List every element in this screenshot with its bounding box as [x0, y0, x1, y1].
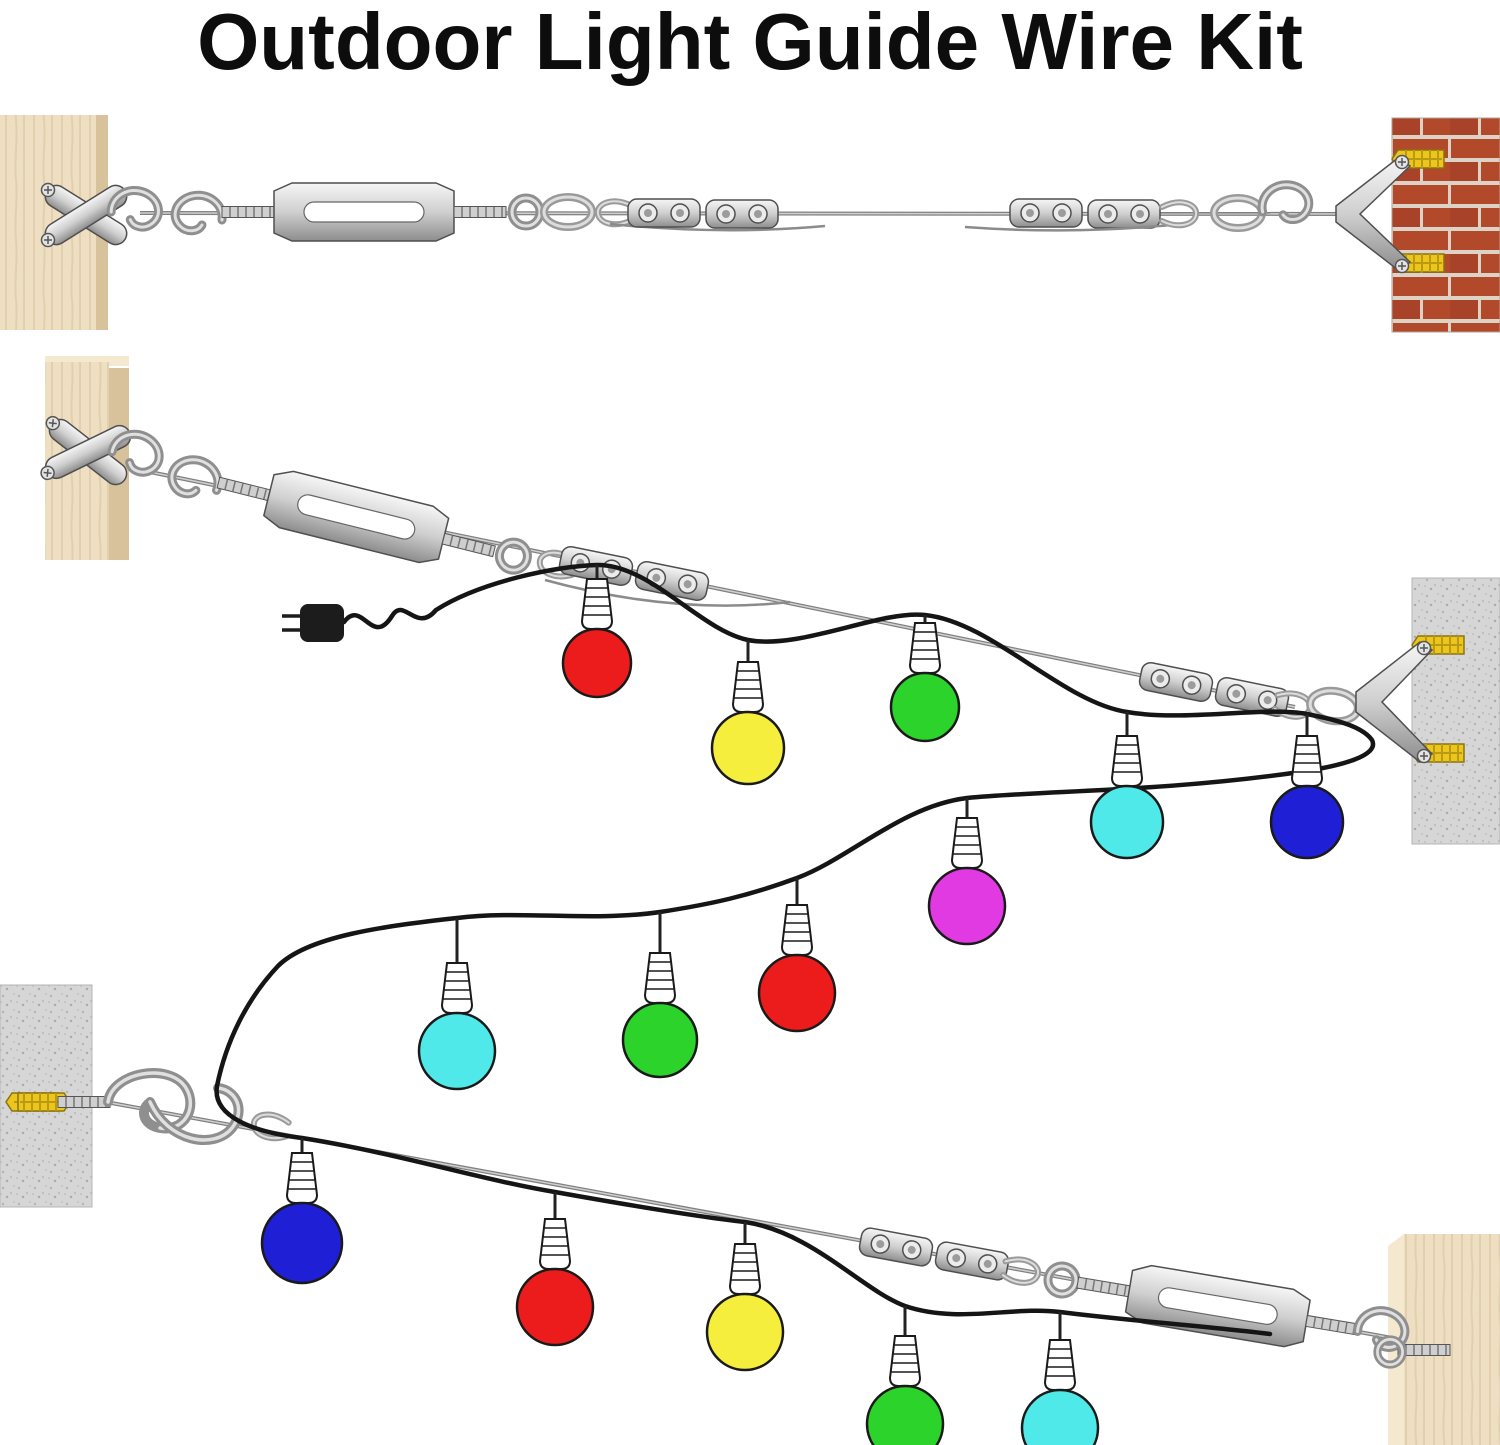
bulb-screw-base — [888, 1335, 922, 1387]
string-light-bulb-red — [561, 565, 633, 699]
bulb-screw-base — [538, 1218, 572, 1270]
string-light-bulb-green — [889, 615, 961, 743]
string-light-bulb-green — [865, 1306, 945, 1445]
bulb-globe — [621, 1001, 699, 1079]
screw-shank — [57, 1095, 111, 1109]
bulb-globe — [417, 1011, 497, 1091]
bulb-globe — [1020, 1388, 1100, 1445]
bulb-screw-base — [1110, 735, 1144, 787]
bulb-screw-base — [950, 817, 984, 869]
turnbuckle — [175, 182, 540, 242]
bulb-globe — [710, 710, 786, 786]
concrete-wall-middle-right — [1411, 577, 1500, 845]
bulb-globe — [865, 1384, 945, 1445]
screw — [1394, 154, 1410, 170]
top-guide-wire-assembly — [41, 149, 1445, 274]
string-light-bulb-magenta — [927, 798, 1007, 946]
bulb-globe — [1089, 784, 1165, 860]
bulb-globe — [705, 1292, 785, 1372]
duplex-wire-clamp — [1087, 199, 1161, 229]
bulb-globe — [561, 627, 633, 699]
bulb-globe — [757, 953, 837, 1033]
bulb-screw-base — [1043, 1339, 1077, 1391]
screw — [1416, 640, 1432, 656]
bulb-globe — [927, 866, 1007, 946]
wire-tail — [544, 578, 791, 607]
bulb-screw-base — [285, 1152, 319, 1204]
duplex-wire-clamp — [627, 198, 701, 228]
string-light-bulb-red — [757, 878, 837, 1033]
turnbuckle — [166, 443, 534, 588]
string-light-bulb-green — [621, 912, 699, 1079]
screw — [1416, 748, 1432, 764]
bulb-screw-base — [728, 1243, 762, 1295]
s-hook — [1260, 182, 1311, 222]
bulb-globe — [515, 1267, 595, 1347]
string-light-bulb-yellow — [705, 1222, 785, 1372]
wire-tail — [964, 222, 1183, 232]
duplex-wire-clamp — [1009, 198, 1083, 228]
string-light-bulb-blue — [260, 1138, 344, 1285]
bottom-guide-wire-assembly — [5, 1068, 1451, 1366]
bulb-screw-base — [1290, 735, 1324, 787]
bulb-screw-base — [440, 962, 474, 1014]
string-light-cord-group — [214, 562, 1376, 1337]
screw — [1394, 258, 1410, 274]
duplex-wire-clamp — [933, 1239, 1011, 1283]
duplex-wire-clamp — [857, 1225, 935, 1269]
string-light-bulb-yellow — [710, 640, 786, 786]
bulb-globe — [889, 671, 961, 743]
string-light-bulb-cyan — [1020, 1312, 1100, 1445]
duplex-wire-clamp — [1137, 660, 1215, 704]
string-light-bulb-cyan — [417, 918, 497, 1091]
duplex-wire-clamp — [705, 199, 779, 229]
middle-guide-wire-assembly — [40, 414, 1465, 764]
power-plug — [282, 604, 344, 642]
bulb-screw-base — [580, 578, 614, 630]
string-light-bulb-cyan — [1089, 712, 1165, 860]
bulb-screw-base — [731, 661, 765, 713]
string-light-bulb-red — [515, 1192, 595, 1347]
bulb-globe — [1269, 784, 1345, 860]
string-light-bulb-blue — [1269, 714, 1345, 860]
bulb-screw-base — [643, 952, 677, 1004]
bulb-screw-base — [780, 904, 814, 956]
product-title: Outdoor Light Guide Wire Kit — [197, 0, 1303, 86]
bulb-globe — [260, 1201, 344, 1285]
bulb-screw-base — [908, 622, 942, 674]
string-light-cord — [214, 562, 1376, 1337]
turnbuckle — [1043, 1249, 1409, 1366]
string-light-bulbs — [260, 565, 1345, 1445]
